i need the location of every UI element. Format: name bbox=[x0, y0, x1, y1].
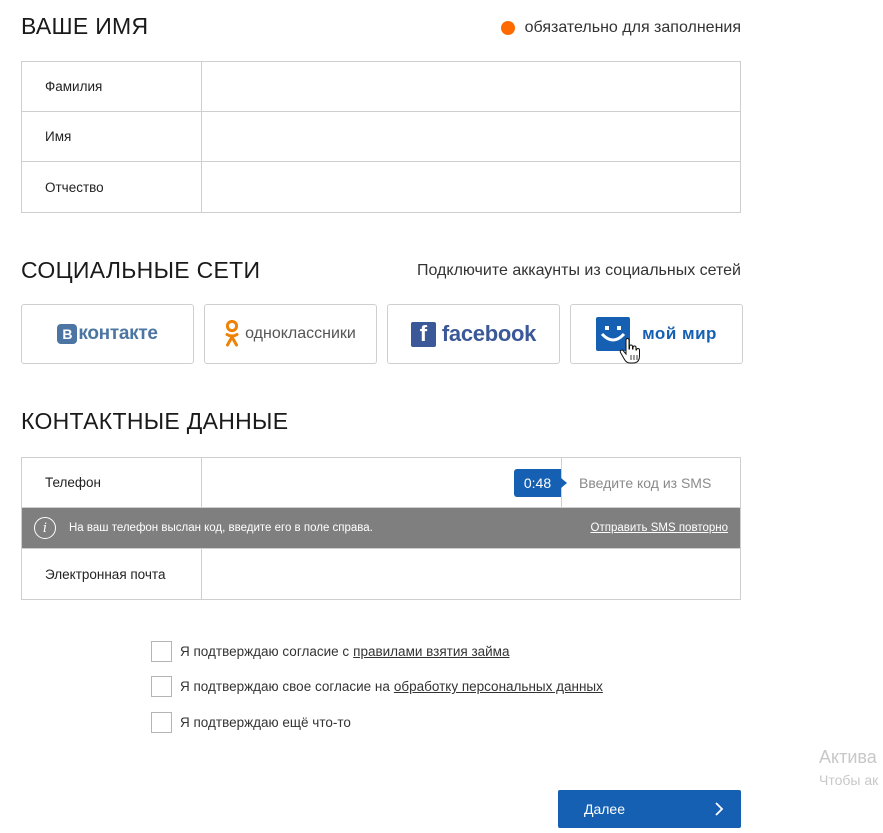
form-row-surname: Фамилия bbox=[22, 62, 740, 112]
name-section-title: ВАШЕ ИМЯ bbox=[21, 13, 149, 39]
phone-label: Телефон bbox=[22, 458, 202, 507]
facebook-logo-icon: f bbox=[410, 321, 436, 347]
odnoklassniki-button[interactable]: одноклассники bbox=[204, 304, 377, 364]
social-buttons: B контакте одноклассники f facebook мой … bbox=[21, 304, 743, 364]
form-row-phone: Телефон 0:48 bbox=[22, 458, 740, 508]
facebook-label: facebook bbox=[441, 321, 537, 346]
sms-info-bar: i На ваш телефон выслан код, введите его… bbox=[22, 508, 740, 549]
sms-code-cell bbox=[561, 458, 740, 507]
consent-loan-rules-text: Я подтверждаю согласие с bbox=[180, 643, 350, 659]
contact-form-table: Телефон 0:48 i На ваш телефон выслан код… bbox=[21, 457, 741, 600]
email-input[interactable] bbox=[202, 549, 740, 599]
form-row-email: Электронная почта bbox=[22, 549, 740, 599]
vk-label: контакте bbox=[78, 323, 158, 344]
vk-logo-icon: B bbox=[57, 324, 78, 344]
sms-timer-badge: 0:48 bbox=[514, 469, 567, 497]
activation-watermark-title: Актива bbox=[819, 747, 877, 767]
consent-other-text: Я подтверждаю ещё что-то bbox=[180, 714, 351, 730]
consent-personal-data-text: Я подтверждаю свое согласие на bbox=[180, 679, 390, 694]
odnoklassniki-label: одноклассники bbox=[245, 325, 356, 342]
required-dot-icon bbox=[500, 21, 515, 35]
patronymic-input[interactable] bbox=[202, 162, 740, 212]
email-label: Электронная почта bbox=[22, 549, 202, 599]
facebook-button[interactable]: f facebook bbox=[387, 304, 560, 364]
consent-other: Я подтверждаю ещё что-то bbox=[151, 711, 603, 733]
surname-label: Фамилия bbox=[22, 62, 202, 111]
consent-loan-rules-checkbox[interactable] bbox=[151, 640, 172, 662]
consent-personal-data: Я подтверждаю свое согласие на обработку… bbox=[151, 676, 603, 698]
resend-sms-link[interactable]: Отправить SMS повторно bbox=[590, 522, 729, 534]
sms-code-input[interactable] bbox=[562, 458, 740, 507]
loan-rules-link[interactable]: правилами взятия займа bbox=[353, 643, 510, 659]
moy-mir-button[interactable]: мой мир bbox=[570, 304, 743, 364]
next-button[interactable]: Далее bbox=[558, 790, 741, 828]
contact-section-title: КОНТАКТНЫЕ ДАННЫЕ bbox=[21, 408, 289, 434]
name-form-table: Фамилия Имя Отчество bbox=[21, 61, 741, 213]
social-hint: Подключите аккаунты из социальных сетей bbox=[417, 262, 741, 279]
next-button-label: Далее bbox=[584, 801, 626, 817]
required-note: обязательно для заполнения bbox=[500, 19, 741, 37]
consent-loan-rules: Я подтверждаю согласие с правилами взяти… bbox=[151, 640, 603, 662]
personal-data-link[interactable]: обработку персональных данных bbox=[393, 679, 603, 694]
activation-watermark-subtitle: Чтобы ак bbox=[819, 772, 879, 788]
consent-personal-data-checkbox[interactable] bbox=[151, 676, 172, 697]
odnoklassniki-logo-icon bbox=[225, 319, 239, 347]
surname-input[interactable] bbox=[202, 62, 740, 111]
moy-mir-label: мой мир bbox=[642, 324, 717, 343]
chevron-right-icon bbox=[715, 802, 724, 816]
first-name-input[interactable] bbox=[202, 112, 740, 161]
moy-mir-logo-icon bbox=[596, 317, 631, 351]
social-section-title: СОЦИАЛЬНЫЕ СЕТИ bbox=[21, 257, 261, 283]
vkontakte-button[interactable]: B контакте bbox=[21, 304, 194, 364]
info-icon: i bbox=[34, 517, 56, 539]
required-note-text: обязательно для заполнения bbox=[524, 19, 741, 36]
phone-field[interactable]: 0:48 bbox=[202, 458, 567, 507]
consents-list: Я подтверждаю согласие с правилами взяти… bbox=[151, 640, 603, 747]
consent-other-checkbox[interactable] bbox=[151, 711, 172, 733]
hand-cursor-icon bbox=[619, 338, 640, 364]
form-row-name: Имя bbox=[22, 112, 740, 162]
first-name-label: Имя bbox=[22, 112, 202, 161]
form-row-patronymic: Отчество bbox=[22, 162, 740, 212]
patronymic-label: Отчество bbox=[22, 162, 202, 212]
sms-info-text: На ваш телефон выслан код, введите его в… bbox=[69, 522, 373, 534]
